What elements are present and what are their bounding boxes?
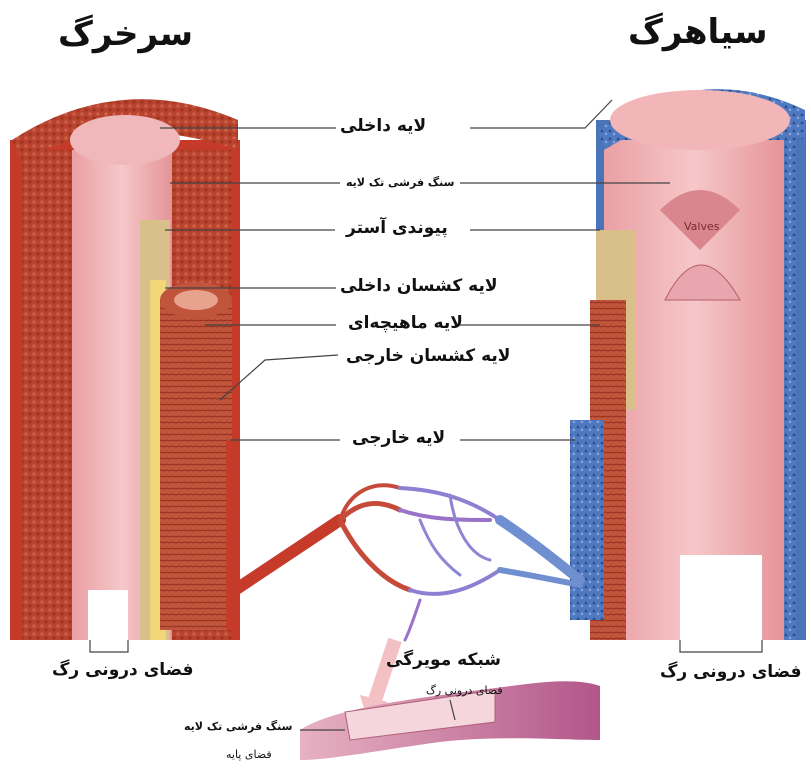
label-inner-layer: لایه داخلی: [340, 116, 426, 136]
capillary-basal-label: فضای پایه: [226, 748, 272, 761]
artery-lumen-label: فضای درونی رگ: [52, 660, 194, 680]
capillary-title: شبکه مویرگی: [386, 650, 501, 670]
artery-title: سرخرگ: [58, 14, 193, 54]
vein-lumen-label: فضای درونی رگ: [660, 662, 802, 682]
capillary-endothelium-label: سنگ فرشی تک لایه: [184, 720, 292, 733]
label-outer-elastic: لایه کشسان خارجی: [346, 346, 510, 366]
capillary-network: [235, 485, 580, 640]
label-basement-membrane: پیوندی آستر: [346, 218, 448, 238]
vein-cylinder: [570, 89, 806, 640]
label-muscle: لایه ماهیچه‌ای: [348, 313, 463, 333]
label-endothelium: سنگ فرشی تک لایه: [346, 176, 454, 189]
label-inner-elastic: لایه کشسان داخلی: [340, 276, 498, 296]
capillary-lumen-label: فضای درونی رگ: [426, 684, 503, 697]
vein-title: سیاهرگ: [628, 12, 768, 52]
label-outer-layer: لایه خارجی: [352, 428, 445, 448]
valve-label: Valves: [684, 220, 719, 233]
artery-step: [160, 282, 240, 630]
